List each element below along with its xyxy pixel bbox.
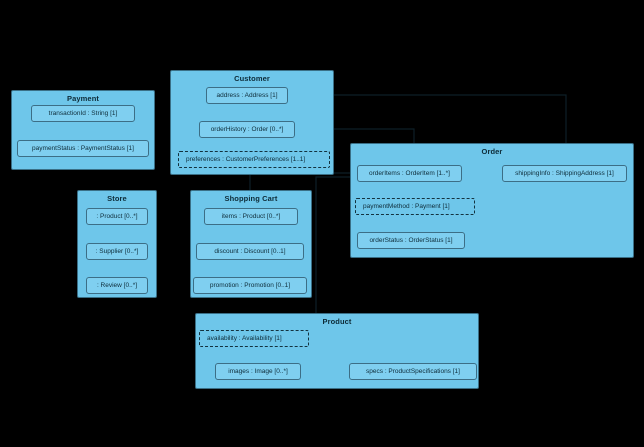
attribute-label-availability: availability : Availability [1]	[207, 335, 282, 342]
class-title-payment: Payment	[67, 94, 99, 103]
attribute-label-paymentMethod: paymentMethod : Payment [1]	[363, 203, 450, 210]
attribute-label-orderStatus: orderStatus : OrderStatus [1]	[369, 237, 453, 244]
class-title-product: Product	[322, 317, 352, 326]
attribute-label-shippingInfo: shippingInfo : ShippingAddress [1]	[515, 170, 614, 177]
attribute-items[interactable]: items : Product [0..*]	[204, 208, 298, 225]
attribute-label-orderHistory: orderHistory : Order [0..*]	[210, 126, 284, 133]
class-title-customer: Customer	[234, 74, 270, 83]
attribute-label-specs: specs : ProductSpecifications [1]	[366, 368, 460, 375]
attribute-label-store-review: : Review [0..*]	[96, 282, 138, 289]
attribute-label-images: images : Image [0..*]	[228, 368, 288, 375]
attribute-promotion[interactable]: promotion : Promotion [0..1]	[193, 277, 307, 294]
attribute-specs[interactable]: specs : ProductSpecifications [1]	[349, 363, 477, 380]
attribute-orderStatus[interactable]: orderStatus : OrderStatus [1]	[357, 232, 465, 249]
class-title-shopping-cart: Shopping Cart	[224, 194, 278, 203]
attribute-label-orderItems: orderItems : OrderItem [1..*]	[369, 170, 450, 177]
attribute-label-store-product: : Product [0..*]	[96, 213, 138, 220]
attribute-label-address: address : Address [1]	[216, 92, 278, 99]
attribute-label-discount: discount : Discount [0..1]	[214, 248, 286, 255]
class-box-payment[interactable]: Payment	[11, 90, 155, 170]
attribute-label-store-supplier: : Supplier [0..*]	[95, 248, 139, 255]
attribute-preferences[interactable]: preferences : CustomerPreferences [1..1]	[178, 151, 330, 168]
attribute-label-items: items : Product [0..*]	[221, 213, 281, 220]
attribute-store-review[interactable]: : Review [0..*]	[86, 277, 148, 294]
attribute-availability[interactable]: availability : Availability [1]	[199, 330, 309, 347]
attribute-images[interactable]: images : Image [0..*]	[215, 363, 301, 380]
attribute-shippingInfo[interactable]: shippingInfo : ShippingAddress [1]	[502, 165, 627, 182]
attribute-store-product[interactable]: : Product [0..*]	[86, 208, 148, 225]
class-title-store: Store	[107, 194, 127, 203]
class-title-order: Order	[481, 147, 503, 156]
attribute-transactionId[interactable]: transactionId : String [1]	[31, 105, 135, 122]
attribute-orderHistory[interactable]: orderHistory : Order [0..*]	[199, 121, 295, 138]
attribute-store-supplier[interactable]: : Supplier [0..*]	[86, 243, 148, 260]
attribute-label-transactionId: transactionId : String [1]	[48, 110, 118, 117]
attribute-address[interactable]: address : Address [1]	[206, 87, 288, 104]
attribute-label-promotion: promotion : Promotion [0..1]	[209, 282, 291, 289]
attribute-label-paymentStatus: paymentStatus : PaymentStatus [1]	[32, 145, 134, 152]
attribute-discount[interactable]: discount : Discount [0..1]	[196, 243, 304, 260]
attribute-paymentMethod[interactable]: paymentMethod : Payment [1]	[355, 198, 475, 215]
attribute-label-preferences: preferences : CustomerPreferences [1..1]	[186, 156, 306, 163]
attribute-paymentStatus[interactable]: paymentStatus : PaymentStatus [1]	[17, 140, 149, 157]
attribute-orderItems[interactable]: orderItems : OrderItem [1..*]	[357, 165, 462, 182]
